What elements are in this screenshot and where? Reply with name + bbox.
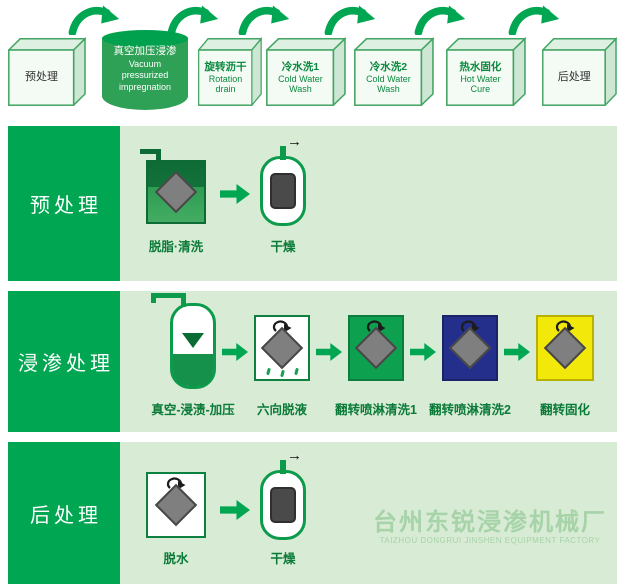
workpiece-diamond-icon — [154, 483, 198, 527]
equipment-vacuum-pressure-vessel — [151, 293, 216, 389]
flow-step-pretreatment: 预处理 — [8, 36, 86, 106]
flow-step-label: 预处理 — [25, 71, 59, 84]
drip-icon — [266, 367, 271, 376]
flow-step-label-en: Hot Water — [460, 73, 501, 84]
section-title: 预处理 — [8, 126, 120, 281]
flow-step-label-wrap: 预处理 — [8, 51, 75, 104]
flow-step-label-en: Cure — [470, 84, 491, 95]
flow-step-label-wrap: 冷水洗1 Cold Water Wash — [266, 51, 335, 104]
cylinder-top-ellipse — [102, 30, 188, 47]
equipment-flip-cure-box — [536, 315, 594, 381]
flow-step-label-wrap: 冷水洗2 Cold Water Wash — [354, 51, 423, 104]
workpiece-diamond-icon — [354, 326, 398, 370]
tank-pipe-icon — [156, 149, 161, 163]
drip-icon — [280, 369, 285, 378]
watermark-factory-name: 台州东锐浸渗机械厂 — [373, 509, 607, 536]
curved-arrow-icon — [237, 3, 291, 35]
vessel-pipe-icon — [280, 460, 286, 474]
workpiece-diamond-icon — [260, 326, 304, 370]
equipment-six-direction-drain-box — [254, 315, 310, 381]
section-posttreatment: 后处理 脱水 → 干燥 台州东锐浸渗机械厂 TAIZHOU DONGRUI JI… — [8, 442, 617, 584]
section-pretreatment: 预处理 脱脂·清洗 → 干燥 — [8, 126, 617, 281]
equipment-label: 脱水 — [163, 552, 189, 566]
flow-step-cold-wash-2: 冷水洗2 Cold Water Wash — [354, 36, 434, 106]
vessel-pipe-icon — [151, 293, 156, 303]
flow-step-label-en: drain — [215, 84, 236, 95]
watermark-factory-name-en: TAIZHOU DONGRUI JINSHEN EQUIPMENT FACTOR… — [379, 536, 601, 545]
flow-step-label: 后处理 — [557, 71, 591, 84]
section-title: 浸渗处理 — [8, 291, 120, 432]
flow-step-label-en: Rotation — [208, 73, 243, 84]
equipment-dryer-vessel: → — [260, 447, 306, 540]
curved-arrow-icon — [507, 3, 561, 35]
vessel-core — [270, 173, 296, 209]
flow-step-label: 冷水洗1 — [281, 60, 320, 73]
workpiece-diamond-icon — [543, 326, 587, 370]
equipment-label: 干燥 — [270, 240, 296, 254]
vessel-pipe-icon — [280, 146, 286, 160]
flow-step-label-en: Wash — [289, 84, 312, 95]
curved-arrow-icon — [323, 3, 377, 35]
flow-step-label-wrap: 热水固化 Hot Water Cure — [446, 51, 515, 104]
flow-step-label-en: impregnation — [118, 82, 172, 93]
vessel-pipe-icon — [181, 293, 186, 307]
vessel-pipe-icon — [151, 293, 186, 298]
right-arrow-icon — [220, 184, 250, 204]
workpiece-diamond-icon — [448, 326, 492, 370]
exhaust-arrow-icon: → — [287, 447, 302, 464]
equipment-label: 翻转喷淋清洗1 — [335, 403, 417, 417]
flow-step-label-en: Wash — [377, 84, 400, 95]
flow-step-label: 冷水洗2 — [369, 60, 408, 73]
section-impregnation: 浸渗处理 真空-浸渍-加压 六向脱液 翻转喷淋清洗1 — [8, 291, 617, 432]
vessel-core — [270, 487, 296, 523]
tank-pipe-icon — [140, 149, 161, 154]
funnel-icon — [182, 333, 204, 349]
equipment-degrease-wash-tank — [140, 149, 206, 224]
right-arrow-icon — [504, 343, 530, 361]
flow-step-impregnation-cylinder: 真空加压浸渗 Vacuum pressurized impregnation — [102, 30, 188, 110]
flow-step-label: 热水固化 — [459, 60, 502, 73]
flow-step-label-en: Vacuum — [128, 58, 162, 69]
flow-step-label-wrap: 旋转沥干 Rotation drain — [198, 51, 253, 104]
right-arrow-icon — [222, 343, 248, 361]
equipment-label: 六向脱液 — [256, 403, 307, 417]
exhaust-arrow-icon: → — [287, 133, 302, 150]
flow-step-label-en: Cold Water — [366, 73, 411, 84]
equipment-label: 翻转喷淋清洗2 — [429, 403, 511, 417]
flow-step-posttreatment: 后处理 — [542, 36, 617, 106]
equipment-label: 真空-浸渍-加压 — [151, 403, 235, 417]
flow-step-hot-water-cure: 热水固化 Hot Water Cure — [446, 36, 526, 106]
right-arrow-icon — [220, 500, 250, 520]
flow-step-cold-wash-1: 冷水洗1 Cold Water Wash — [266, 36, 346, 106]
equipment-label: 干燥 — [270, 552, 296, 566]
equipment-label: 脱脂·清洗 — [148, 240, 204, 254]
flow-step-label-en: pressurized — [121, 70, 169, 81]
sealant-liquid — [173, 354, 213, 386]
flow-step-rotation-drain: 旋转沥干 Rotation drain — [198, 36, 262, 106]
curved-arrow-icon — [413, 3, 467, 35]
flow-step-label: 真空加压浸渗 — [113, 45, 177, 57]
flow-step-label-en: Cold Water — [278, 73, 323, 84]
equipment-flip-spray-wash-2-box — [442, 315, 498, 381]
equipment-dryer-vessel: → — [260, 133, 306, 226]
workpiece-diamond-icon — [154, 170, 198, 214]
flow-step-label-wrap: 后处理 — [542, 51, 607, 104]
equipment-flip-spray-wash-1-box — [348, 315, 404, 381]
cylinder-body — [102, 38, 188, 110]
equipment-label: 翻转固化 — [539, 403, 590, 417]
section-title: 后处理 — [8, 442, 120, 584]
flow-step-label: 旋转沥干 — [204, 60, 247, 73]
equipment-dewater-box — [146, 472, 206, 538]
right-arrow-icon — [316, 343, 342, 361]
right-arrow-icon — [410, 343, 436, 361]
drip-icon — [294, 367, 299, 376]
flow-step-label-wrap: 真空加压浸渗 Vacuum pressurized impregnation — [102, 45, 188, 94]
